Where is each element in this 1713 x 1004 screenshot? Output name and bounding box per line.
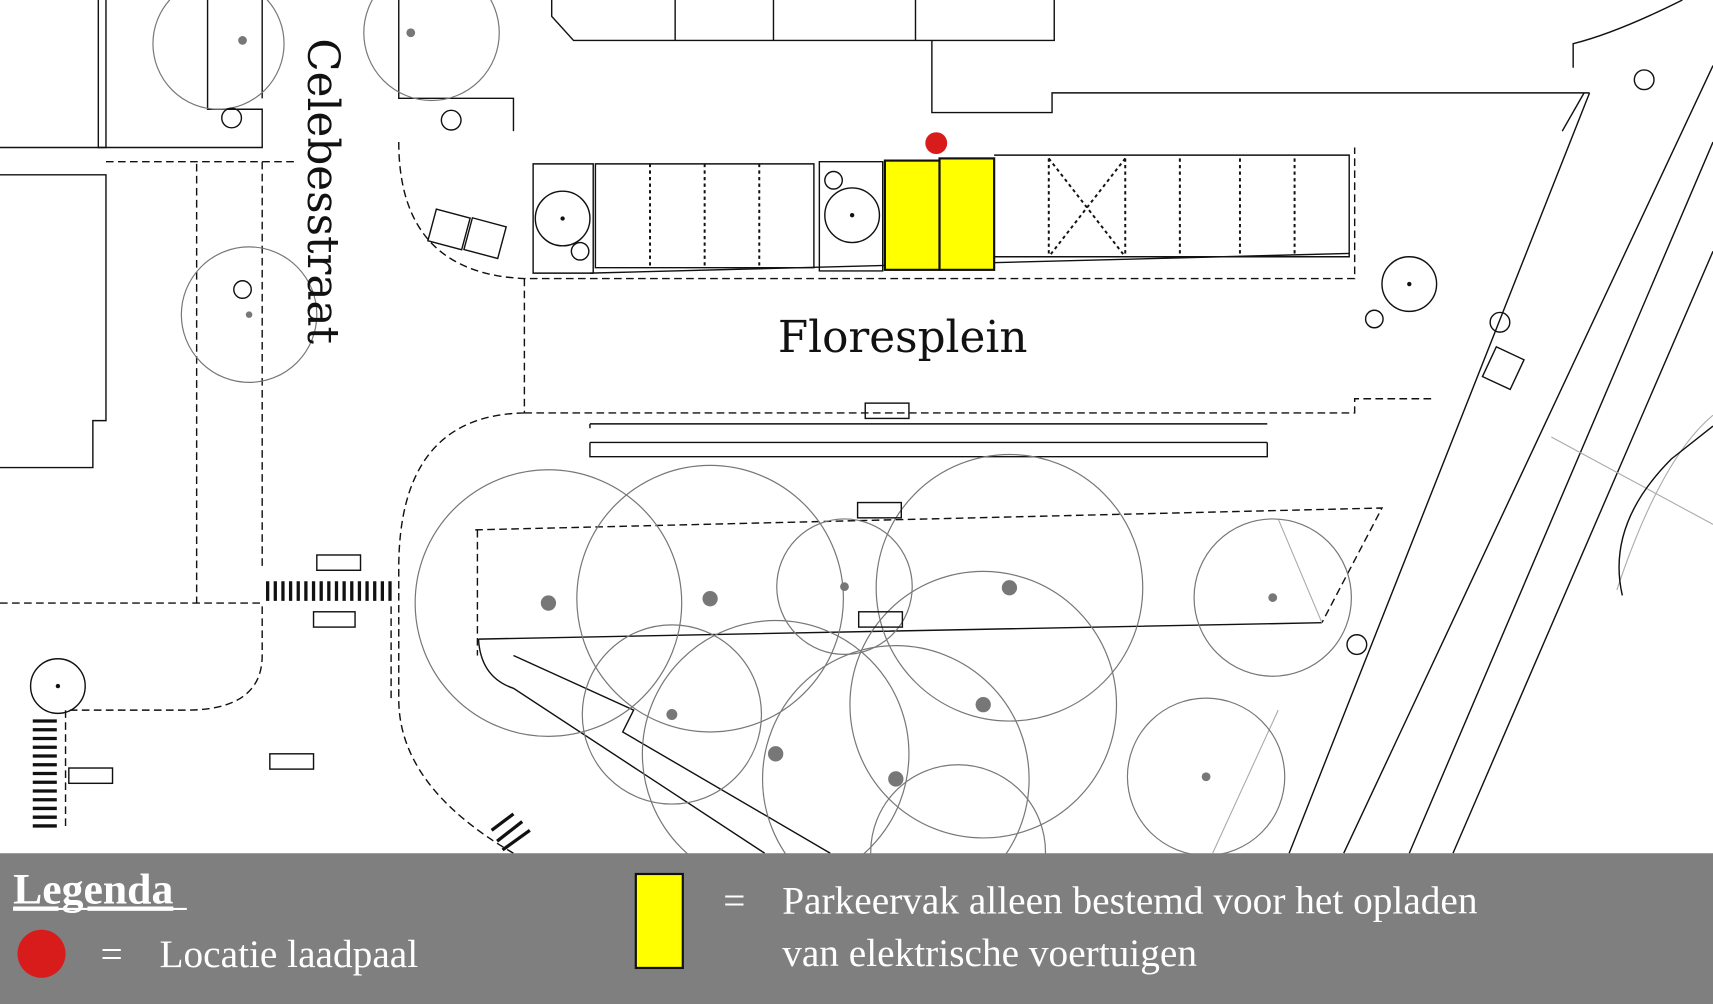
legend-charger-icon bbox=[17, 929, 66, 978]
square-label-floresplein: Floresplein bbox=[778, 312, 1028, 363]
crosswalks bbox=[32, 581, 531, 852]
legend-title: Legenda bbox=[13, 865, 173, 913]
legend-label-charger: Locatie laadpaal bbox=[160, 932, 419, 976]
ev-charging-bays bbox=[883, 157, 996, 271]
small-objects bbox=[68, 208, 1525, 785]
street-label-celebesstraat: Celebesstraat bbox=[297, 38, 348, 344]
legend-equals: = bbox=[101, 932, 123, 976]
parking-bays bbox=[532, 154, 1350, 274]
legend-label-ev-bay-line2: van elektrische voertuigen bbox=[782, 931, 1197, 975]
trees bbox=[29, 0, 1655, 941]
legend-ev-bay-icon bbox=[634, 872, 684, 970]
charger-location-marker bbox=[925, 132, 948, 155]
legend-label-ev-bay-line1: Parkeervak alleen bestemd voor het oplad… bbox=[782, 878, 1478, 922]
legend-panel: Legenda = Locatie laadpaal = Parkeervak … bbox=[0, 853, 1713, 1004]
buildings bbox=[0, 0, 1683, 469]
legend-equals: = bbox=[723, 878, 745, 922]
